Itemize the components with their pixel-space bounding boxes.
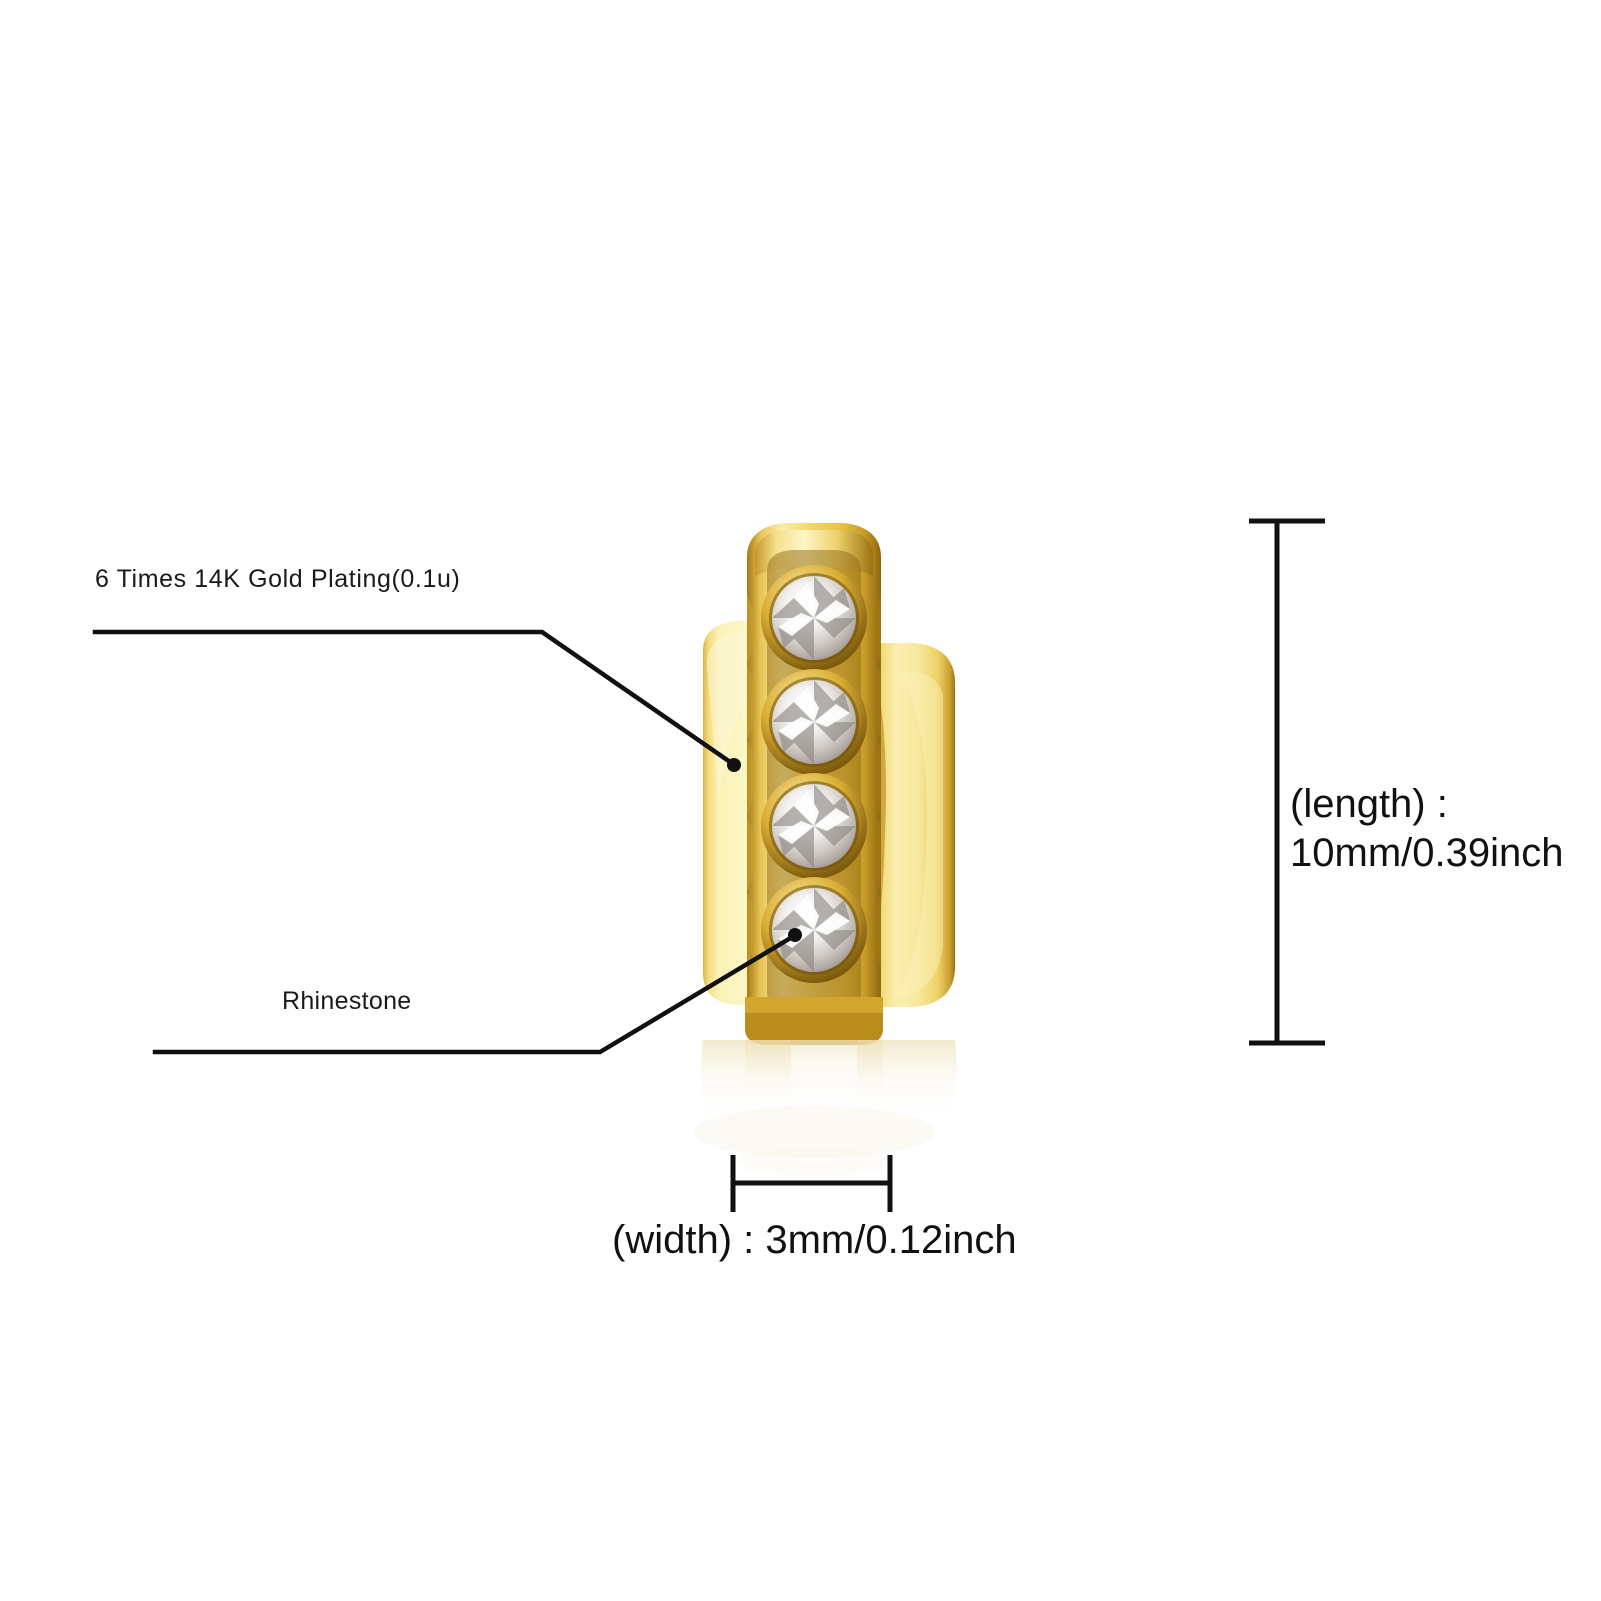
rhinestone-label: Rhinestone [282,987,412,1015]
rhinestone-4 [761,877,867,983]
length-dimension-label: (length) : 10mm/0.39inch [1290,782,1564,875]
rhinestone-3 [761,773,867,879]
product-image [703,523,955,1045]
rhinestone-1 [761,565,867,671]
rhinestone-2 [761,669,867,775]
width-dimension-label: (width) : 3mm/0.12inch [612,1218,1017,1262]
product-reflection [694,1040,957,1176]
plating-label: 6 Times 14K Gold Plating(0.1u) [95,565,461,593]
grill-bottom-band [745,997,883,1045]
